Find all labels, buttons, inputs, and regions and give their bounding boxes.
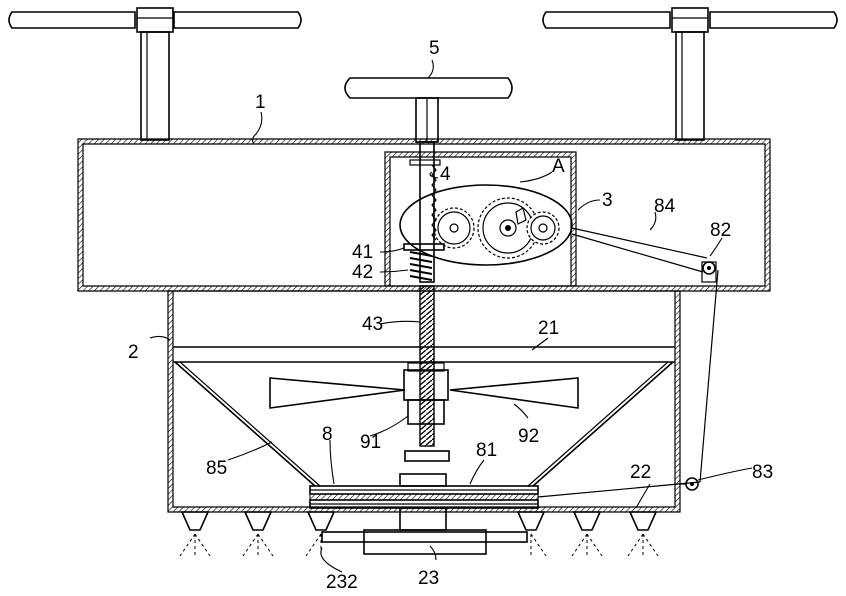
handle-5 (345, 78, 512, 142)
label-42: 42 (352, 262, 373, 283)
right-propeller (543, 8, 837, 140)
label-41: 41 (352, 242, 373, 263)
label-81: 81 (476, 440, 497, 461)
label-85: 85 (206, 458, 227, 479)
label-2: 2 (128, 342, 139, 363)
nozzles (182, 512, 656, 530)
label-84: 84 (654, 196, 676, 217)
label-8: 8 (322, 424, 333, 445)
label-21: 21 (538, 318, 559, 339)
nozzle (630, 512, 656, 530)
label-3: 3 (602, 190, 613, 211)
gear-left (434, 208, 474, 248)
idler-83 (680, 478, 698, 490)
label-232: 232 (326, 572, 358, 593)
idler-82 (702, 262, 716, 282)
label-1: 1 (255, 92, 266, 113)
label-5: 5 (429, 38, 440, 59)
label-22: 22 (630, 462, 651, 483)
label-82: 82 (710, 220, 731, 241)
label-43: 43 (362, 314, 383, 335)
left-propeller (9, 8, 301, 140)
hub-91 (405, 451, 449, 461)
motor-23 (322, 508, 527, 554)
gear-right (527, 212, 559, 244)
nozzle (245, 512, 271, 530)
nozzle (518, 512, 544, 530)
nozzle (308, 512, 334, 530)
nozzle (182, 512, 208, 530)
nozzle (574, 512, 600, 530)
label-23: 23 (418, 568, 439, 589)
label-91: 91 (360, 432, 381, 453)
label-83: 83 (752, 462, 773, 483)
label-92: 92 (518, 426, 539, 447)
label-a: A (552, 156, 565, 177)
pulley-8 (310, 474, 538, 508)
label-4: 4 (440, 164, 451, 185)
